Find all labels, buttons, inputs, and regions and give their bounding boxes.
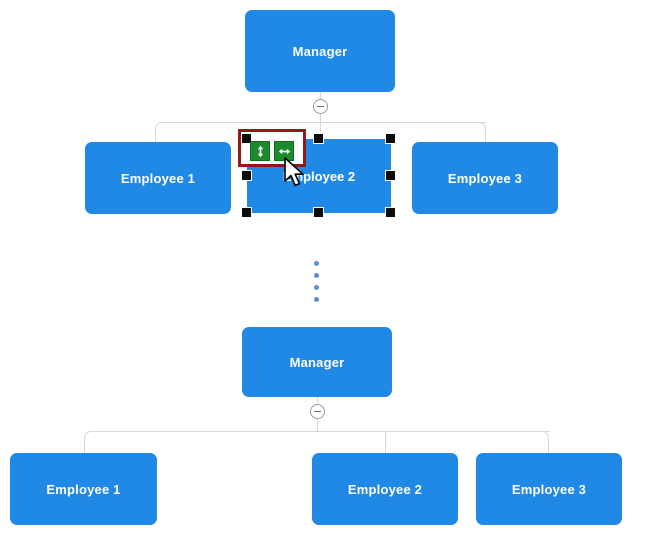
selection-handle-top-left[interactable] [241,133,252,144]
node-label: Employee 1 [120,170,196,186]
node-label: Employee 3 [511,481,587,497]
separator-dot [314,273,319,278]
separator-dot [314,285,319,290]
node-label: Manager [289,354,345,370]
selection-handle-bottom-left[interactable] [241,207,252,218]
node-employee-3-top[interactable]: Employee 3 [412,142,558,214]
horizontal-double-arrow-icon [278,148,290,154]
node-manager-bottom[interactable]: Manager [242,327,392,397]
minus-icon [314,411,321,412]
resize-vertical-button[interactable] [250,141,270,161]
selection-handle-middle-left[interactable] [241,170,252,181]
separator-dot [314,297,319,302]
section-separator-dots [314,261,319,302]
node-employee-2-bottom[interactable]: Employee 2 [312,453,458,525]
collapse-toggle-top[interactable] [313,99,328,114]
connector-bus-right-corner-bottom [539,431,549,454]
selection-handle-bottom-right[interactable] [385,207,396,218]
selection-handle-bottom-center[interactable] [313,207,324,218]
connector-bus-left-corner-top [155,122,165,143]
node-manager-top[interactable]: Manager [245,10,395,92]
minus-icon [317,106,324,107]
connector-bus-right-corner-top [476,122,486,143]
selection-handle-top-center[interactable] [313,133,324,144]
connector-manager-stub-top [320,92,321,99]
collapse-toggle-bottom[interactable] [310,404,325,419]
node-label: Employee 1 [46,481,121,497]
vertical-double-arrow-icon [257,145,263,157]
node-label: Employee 2 [282,168,356,184]
resize-toolbar[interactable] [250,141,294,161]
node-employee-1-top[interactable]: Employee 1 [85,142,231,214]
node-employee-1-bottom[interactable]: Employee 1 [10,453,157,525]
connector-drop-employee2-top [320,122,321,143]
separator-dot [314,261,319,266]
node-label: Employee 3 [447,170,523,186]
resize-horizontal-button[interactable] [274,141,294,161]
selection-handle-middle-right[interactable] [385,170,396,181]
connector-manager-stub-bottom [317,397,318,404]
connector-drop-employee2-bottom [385,431,386,454]
connector-manager-drop-bottom [317,419,318,432]
node-employee-3-bottom[interactable]: Employee 3 [476,453,622,525]
connector-bus-bottom [93,431,550,432]
node-label: Employee 2 [347,481,423,497]
connector-bus-top [164,122,486,123]
connector-manager-drop-top [320,114,321,123]
connector-bus-left-corner-bottom [84,431,94,454]
node-label: Manager [292,43,348,59]
selection-handle-top-right[interactable] [385,133,396,144]
